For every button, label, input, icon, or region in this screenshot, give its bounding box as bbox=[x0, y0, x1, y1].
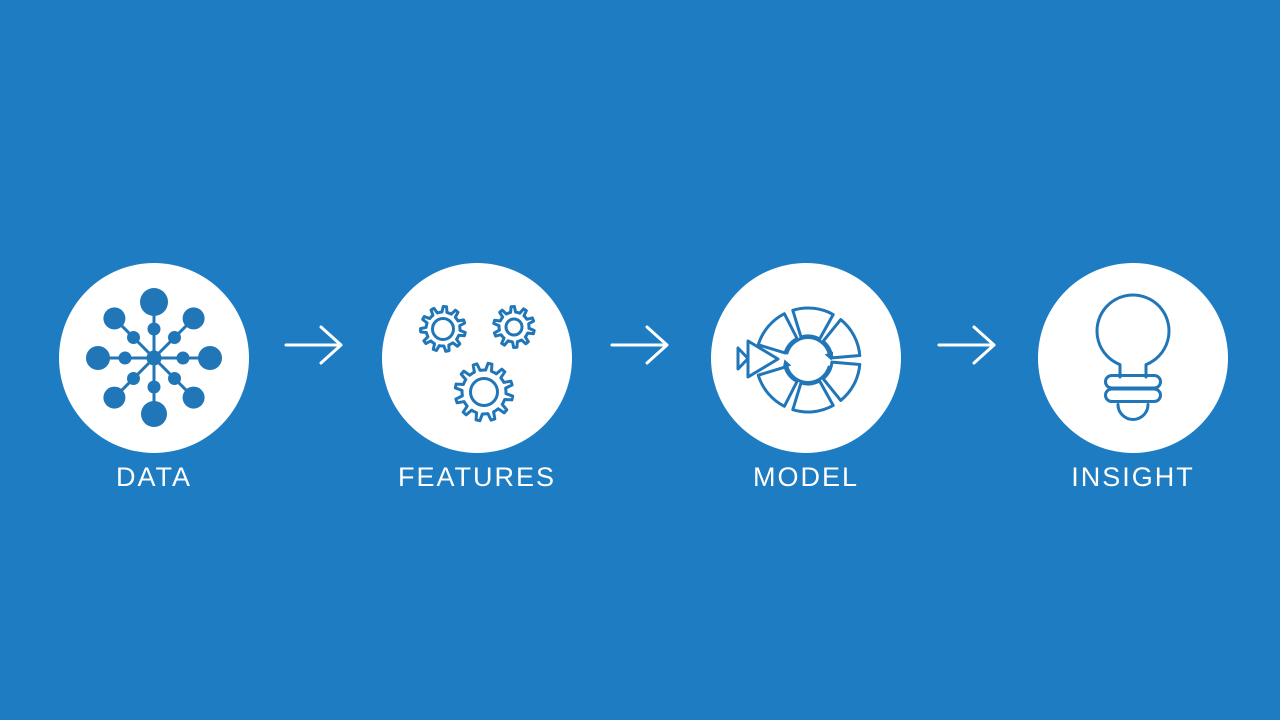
stage-features: FEATURES bbox=[382, 263, 572, 492]
stage-model: MODEL bbox=[711, 263, 901, 492]
stage-data: DATA bbox=[59, 263, 249, 492]
stage-model-label: MODEL bbox=[752, 462, 860, 492]
arrow-right-icon bbox=[610, 325, 669, 365]
gears-icon bbox=[419, 305, 536, 423]
stage-data-label: DATA bbox=[115, 462, 192, 492]
arrow-right-icon bbox=[937, 325, 996, 365]
stage-features-circle bbox=[382, 263, 572, 453]
network-hub-icon bbox=[86, 288, 222, 427]
stage-model-circle bbox=[711, 263, 901, 453]
arrow-right-icon bbox=[284, 325, 343, 365]
stage-insight: INSIGHT bbox=[1038, 263, 1228, 492]
stage-data-circle bbox=[59, 263, 249, 453]
segmented-cycle-icon bbox=[736, 306, 862, 414]
lightbulb-icon bbox=[1095, 293, 1171, 421]
stage-insight-label: INSIGHT bbox=[1071, 462, 1195, 492]
stage-features-label: FEATURES bbox=[397, 462, 556, 492]
stage-insight-circle bbox=[1038, 263, 1228, 453]
